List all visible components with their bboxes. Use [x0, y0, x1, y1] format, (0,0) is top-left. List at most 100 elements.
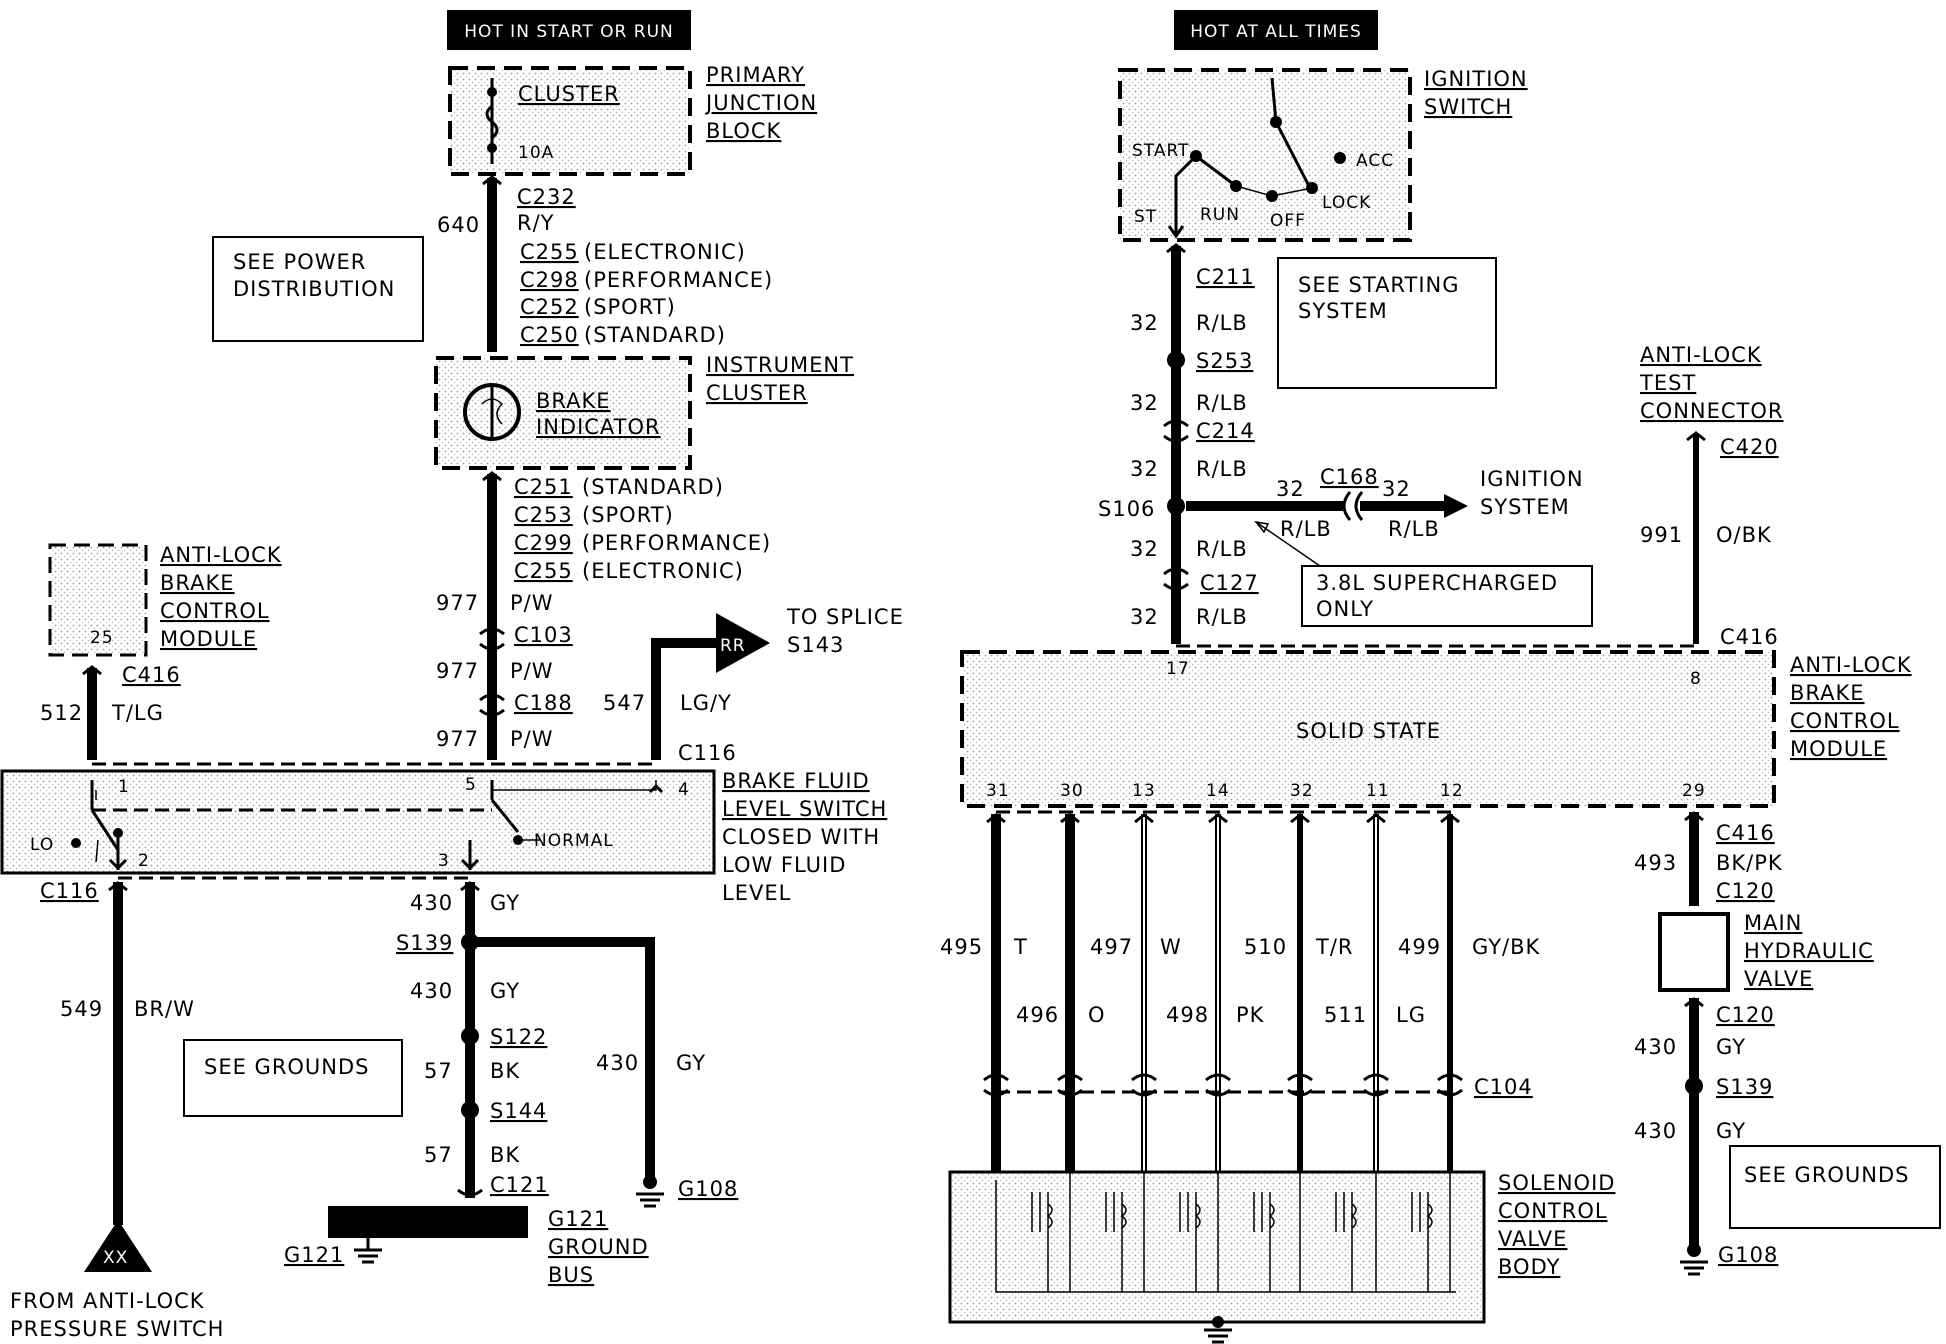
wire-549: C116 549 BR/W: [40, 879, 195, 1225]
diagram-label: (SPORT): [584, 295, 676, 319]
diagram-label: 32: [1382, 477, 1411, 501]
diagram-label: 2: [138, 851, 150, 871]
diagram-label: 32: [1130, 391, 1159, 415]
diagram-label: P/W: [510, 591, 554, 615]
diagram-label: 32: [1130, 311, 1159, 335]
see-power-distribution-box: SEE POWER DISTRIBUTION: [212, 236, 424, 342]
diagram-label: 32: [1130, 605, 1159, 629]
diagram-label: BR/W: [134, 997, 195, 1021]
diagram-label: O/BK: [1716, 523, 1772, 547]
abs-module-left: 25 ANTI-LOCK BRAKE CONTROL MODULE: [48, 543, 281, 657]
primary-junction-block: CLUSTER 10A PRIMARY JUNCTION BLOCK: [448, 63, 817, 176]
diagram-label: C120: [1716, 879, 1775, 903]
diagram-label: LG/Y: [680, 691, 732, 715]
diagram-label: R/Y: [517, 211, 555, 235]
diagram-label: LEVEL: [722, 881, 791, 905]
diagram-label: 30: [1060, 781, 1084, 801]
diagram-label: PRIMARY: [706, 63, 805, 87]
diagram-label: R/LB: [1196, 311, 1248, 335]
diagram-label: 17: [1166, 659, 1190, 679]
diagram-label: 510: [1244, 935, 1287, 959]
diagram-label: SYSTEM: [1298, 299, 1388, 323]
diagram-label: (SPORT): [582, 503, 674, 527]
g121-ground-bus: G121 G121 GROUND BUS: [284, 1206, 648, 1287]
diagram-label: BK: [490, 1143, 520, 1167]
ignition-system-branch: 32 32 C168 R/LB R/LB IGNITION SYSTEM: [1186, 465, 1583, 541]
diagram-label: (STANDARD): [582, 475, 724, 499]
diagram-label: (PERFORMANCE): [582, 531, 771, 555]
diagram-label: DISTRIBUTION: [233, 277, 395, 301]
diagram-label: ST: [1134, 207, 1157, 227]
diagram-label: IGNITION: [1424, 67, 1528, 91]
diagram-label: ACC: [1356, 151, 1394, 171]
wire-977: C251 (STANDARD) C253 (SPORT) C299 (PERFO…: [436, 471, 771, 760]
diagram-label: 29: [1682, 781, 1706, 801]
diagram-label: G121: [284, 1243, 344, 1267]
diagram-label: O: [1088, 1003, 1106, 1027]
diagram-label: R/LB: [1280, 517, 1332, 541]
diagram-label: JUNCTION: [704, 91, 817, 115]
diagram-label: S139: [1716, 1075, 1773, 1099]
diagram-label: 430: [1634, 1035, 1677, 1059]
diagram-label: 57: [424, 1059, 453, 1083]
diagram-label: HYDRAULIC: [1744, 939, 1874, 963]
diagram-label: 12: [1440, 781, 1464, 801]
pressure-switch: XX FROM ANTI-LOCK PRESSURE SWITCH: [10, 1220, 223, 1341]
diagram-label: SEE STARTING: [1298, 273, 1460, 297]
see-grounds-box-left: SEE GROUNDS: [183, 1039, 403, 1117]
diagram-label: 498: [1166, 1003, 1209, 1027]
diagram-label: R/LB: [1388, 517, 1440, 541]
diagram-label: 3: [438, 851, 450, 871]
diagram-label: C168: [1320, 465, 1379, 489]
see-grounds-box-right: SEE GROUNDS: [1729, 1145, 1941, 1229]
fuse-rating: 10A: [518, 143, 554, 163]
diagram-label: ANTI-LOCK: [1640, 343, 1762, 367]
supercharged-note: 3.8L SUPERCHARGED ONLY: [1254, 520, 1593, 627]
diagram-label: C251: [514, 475, 573, 499]
diagram-label: 25: [90, 628, 114, 648]
solenoid-valve-body: SOLENOID CONTROL VALVE BODY: [948, 1170, 1614, 1344]
diagram-label: 1: [118, 777, 130, 797]
diagram-label: SYSTEM: [1480, 495, 1570, 519]
diagram-label: RR: [720, 636, 746, 656]
diagram-label: C252: [520, 295, 579, 319]
diagram-label: TEST: [1639, 371, 1696, 395]
diagram-label: RUN: [1200, 205, 1240, 225]
diagram-label: C104: [1474, 1075, 1533, 1099]
diagram-label: TO SPLICE: [786, 605, 904, 629]
wire-493-main-valve: C416 493 BK/PK C120 MAIN HYDRAULIC VALVE: [1634, 811, 1874, 992]
solenoid-wires: 495 T 497 W 510 T/R 499 GY/BK 496 O 498 …: [940, 810, 1540, 1172]
diagram-label: 4: [678, 780, 690, 800]
diagram-label: BRAKE: [536, 389, 611, 413]
instrument-cluster: BRAKE INDICATOR INSTRUMENT CLUSTER: [434, 353, 853, 470]
wire-430-g108: 430 GY G108: [470, 937, 737, 1208]
diagram-label: GY: [490, 891, 520, 915]
diagram-label: C416: [122, 663, 181, 687]
diagram-label: VALVE: [1498, 1227, 1567, 1251]
diagram-label: BUS: [548, 1263, 594, 1287]
diagram-label: G108: [1718, 1243, 1778, 1267]
diagram-label: 977: [436, 591, 479, 615]
diagram-label: VALVE: [1744, 967, 1813, 991]
diagram-label: S144: [490, 1099, 547, 1123]
diagram-label: C416: [1716, 821, 1775, 845]
banner-hot-start-run: HOT IN START OR RUN: [447, 10, 691, 50]
diagram-label: 977: [436, 727, 479, 751]
diagram-label: CONTROL: [1498, 1199, 1608, 1223]
diagram-label: 430: [410, 891, 453, 915]
diagram-label: 3.8L SUPERCHARGED: [1316, 571, 1558, 595]
diagram-label: 977: [436, 659, 479, 683]
diagram-label: 57: [424, 1143, 453, 1167]
diagram-label: MODULE: [160, 627, 257, 651]
diagram-label: C420: [1720, 435, 1779, 459]
see-starting-box: SEE STARTING SYSTEM: [1277, 257, 1497, 389]
diagram-label: PK: [1236, 1003, 1265, 1027]
diagram-label: 512: [40, 701, 83, 725]
diagram-label: C253: [514, 503, 573, 527]
diagram-label: C255: [520, 240, 579, 264]
diagram-label: T/LG: [111, 701, 164, 725]
diagram-label: C299: [514, 531, 573, 555]
diagram-label: T: [1013, 935, 1028, 959]
diagram-label: 32: [1130, 457, 1159, 481]
